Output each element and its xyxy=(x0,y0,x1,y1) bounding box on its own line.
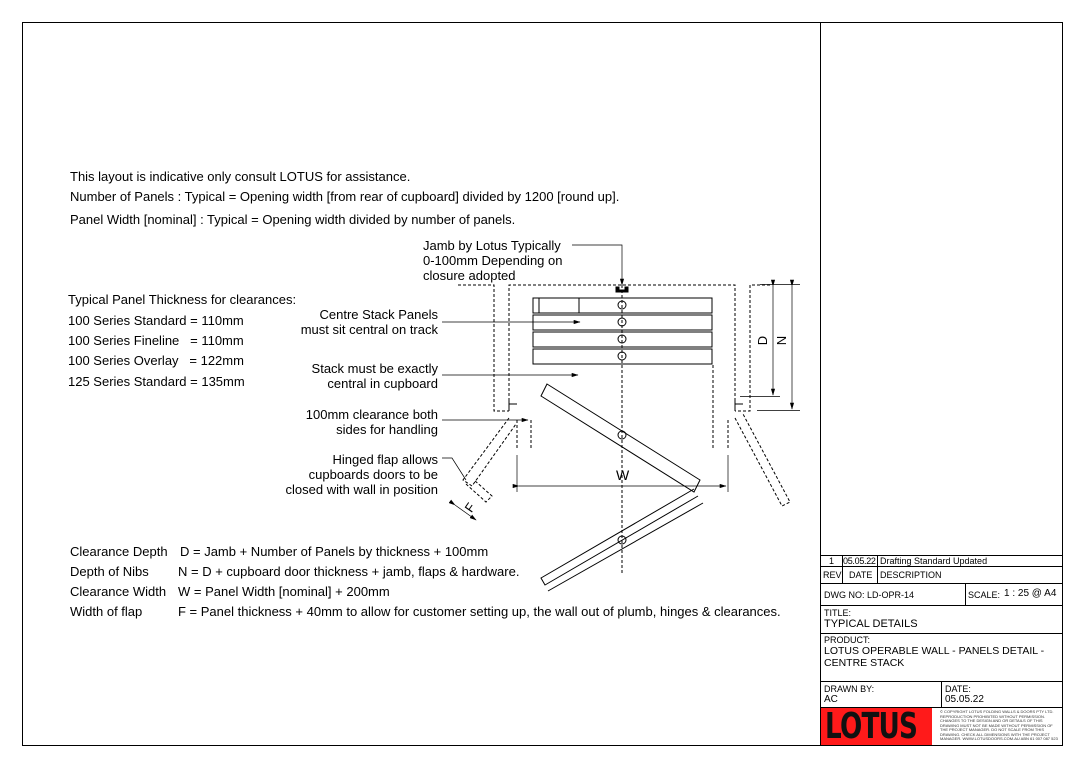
drawing-number: DWG NO: LD-OPR-14 xyxy=(824,590,915,600)
thickness-item: 100 Series Overlay = 122mm xyxy=(68,353,244,368)
product-name: CENTRE STACK xyxy=(824,657,905,669)
dimension-d-label: D xyxy=(755,335,771,346)
thickness-item: 100 Series Fineline = 110mm xyxy=(68,333,244,348)
drawn-by-label: DRAWN BY: xyxy=(824,684,875,694)
callout-hinged-flap: cupboards doors to be xyxy=(308,467,438,482)
dimension-lines xyxy=(448,279,800,521)
callout-stack-central: central in cupboard xyxy=(327,376,438,391)
description-header: DESCRIPTION xyxy=(880,570,942,580)
formula-text: N = D + cupboard door thickness + jamb, … xyxy=(178,564,520,579)
callout-centre-stack: Centre Stack Panels xyxy=(319,307,438,322)
title-label: TITLE: xyxy=(824,608,852,618)
formula-label: Width of flap xyxy=(70,604,143,619)
callout-jamb: Jamb by Lotus Typically xyxy=(423,238,561,253)
thickness-item: 100 Series Standard = 110mm xyxy=(68,313,244,328)
thickness-item: 125 Series Standard = 135mm xyxy=(68,374,245,389)
callout-centre-stack: must sit central on track xyxy=(300,322,438,337)
track-jamb xyxy=(615,286,629,293)
cupboard-outline xyxy=(458,284,791,575)
scale-label: SCALE: xyxy=(968,590,1001,600)
drawn-by: AC xyxy=(824,694,838,705)
formula-text: W = Panel Width [nominal] + 200mm xyxy=(178,584,390,599)
rev-header: REV xyxy=(823,570,842,580)
rev-date: 05.05.22 xyxy=(843,556,876,566)
formula-label: Clearance Depth xyxy=(70,544,168,559)
leader-lines xyxy=(442,244,625,481)
drawing-title: TYPICAL DETAILS xyxy=(824,618,918,630)
lotus-logo: LOTUS xyxy=(821,708,932,745)
title-block-grid xyxy=(820,555,1062,708)
product-label: PRODUCT: xyxy=(824,635,871,645)
sheet-border xyxy=(22,22,1063,746)
callout-jamb: closure adopted xyxy=(423,268,516,283)
dimension-w-label: W xyxy=(616,467,630,483)
swung-panels xyxy=(540,383,704,592)
note-indicative: This layout is indicative only consult L… xyxy=(70,169,411,184)
callout-jamb: 0-100mm Depending on xyxy=(423,253,563,268)
product-name: LOTUS OPERABLE WALL - PANELS DETAIL - xyxy=(824,645,1045,657)
note-panel-width: Panel Width [nominal] : Typical = Openin… xyxy=(70,212,516,227)
formula-text: F = Panel thickness + 40mm to allow for … xyxy=(178,604,781,619)
copyright-notice: © COPYRIGHT LOTUS FOLDING WALLS & DOORS … xyxy=(940,709,1058,741)
date-header: DATE xyxy=(849,570,873,580)
logo-lettering: LOTUS xyxy=(825,708,918,745)
scale-value: 1 : 25 @ A4 xyxy=(1004,588,1057,599)
date-label: DATE: xyxy=(945,684,971,694)
note-number-of-panels: Number of Panels : Typical = Opening wid… xyxy=(70,189,620,204)
dimension-n-label: N xyxy=(774,335,790,346)
jamb-nibs xyxy=(508,398,743,411)
stacked-panels xyxy=(532,297,713,365)
thickness-heading: Typical Panel Thickness for clearances: xyxy=(68,292,297,307)
callout-hinged-flap: closed with wall in position xyxy=(285,482,438,497)
formula-text: D = Jamb + Number of Panels by thickness… xyxy=(180,544,489,559)
callout-stack-central: Stack must be exactly xyxy=(311,361,438,376)
callout-clearance: 100mm clearance both xyxy=(305,407,438,422)
formula-label: Clearance Width xyxy=(70,584,167,599)
callout-hinged-flap: Hinged flap allows xyxy=(332,452,438,467)
rev-number: 1 xyxy=(829,556,835,566)
rev-description: Drafting Standard Updated xyxy=(880,556,988,566)
callout-clearance: sides for handling xyxy=(336,422,438,437)
drawing-date: 05.05.22 xyxy=(945,694,984,705)
formula-label: Depth of Nibs xyxy=(70,564,149,579)
